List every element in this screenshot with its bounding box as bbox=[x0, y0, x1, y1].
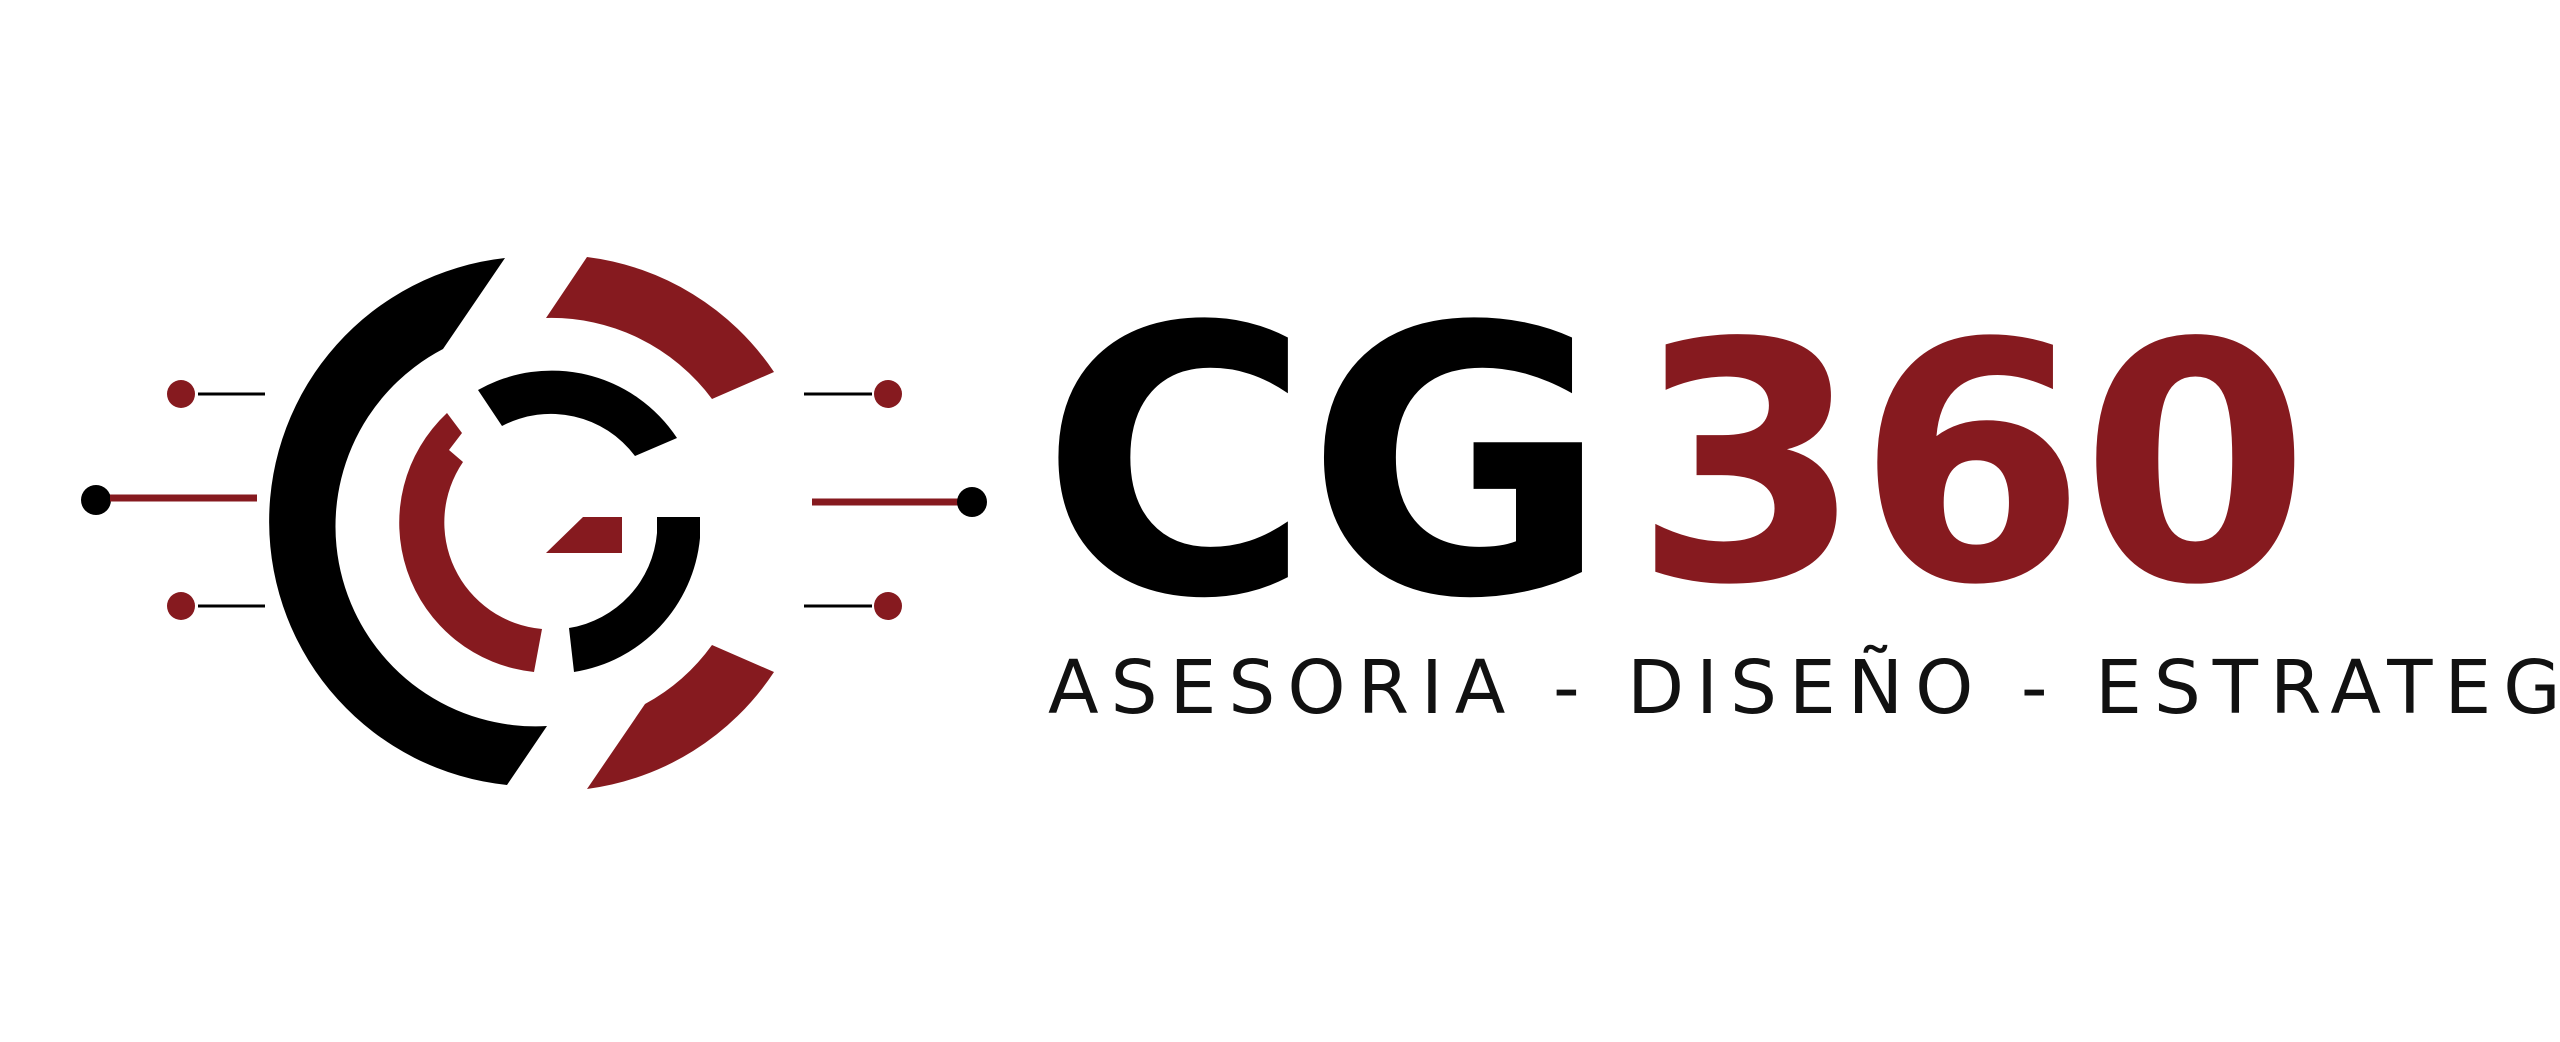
right-circuits bbox=[804, 380, 987, 620]
outer-black-arc bbox=[269, 258, 547, 785]
circuit-g-emblem-icon bbox=[81, 257, 987, 789]
outer-accent-arc-top bbox=[546, 257, 774, 399]
wordmark: CG360 ASESORIA - DISEÑO - ESTRATEGÍA bbox=[1040, 250, 2560, 728]
brand-name: CG360 bbox=[1040, 250, 2310, 680]
inner-black-arc-top bbox=[478, 370, 677, 456]
g-crossbar bbox=[546, 517, 622, 553]
inner-accent-arc-left bbox=[399, 413, 542, 672]
brand-name-secondary: 360 bbox=[1633, 273, 2310, 657]
inner-black-g-hook bbox=[569, 517, 700, 672]
tagline: ASESORIA - DISEÑO - ESTRATEGÍA bbox=[1048, 645, 2560, 731]
left-circuits bbox=[81, 380, 265, 620]
brand-name-primary: CG bbox=[1040, 250, 1609, 680]
outer-accent-arc-bottom bbox=[587, 645, 774, 789]
